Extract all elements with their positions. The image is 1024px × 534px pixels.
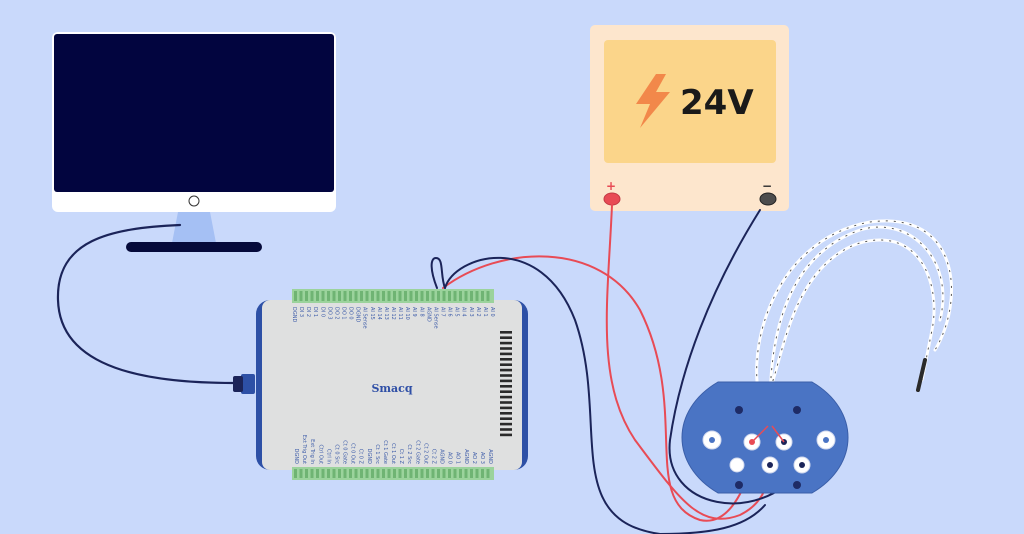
pin-label: Ct 1 Src: [374, 444, 380, 464]
daq-vent-slot: [500, 363, 512, 366]
daq-vent-slot: [500, 358, 512, 361]
pin-label: AGND: [487, 449, 493, 464]
monitor-screen: [54, 34, 334, 192]
daq-vent-slot: [500, 390, 512, 393]
daq-brand-label: Smacq: [371, 382, 412, 395]
pin-label: AI 9: [411, 307, 417, 317]
pin-label: DI 0: [319, 307, 325, 317]
pin-label: AI 1: [482, 307, 488, 317]
daq-vent-slot: [500, 374, 512, 377]
pin-label: Ct 1 Z: [398, 449, 404, 465]
pin-label: AI Sense: [432, 307, 438, 329]
pin-label: Ct 0 Out: [350, 443, 356, 464]
daq-vent-slot: [500, 341, 512, 345]
pin-label: AI 10: [404, 307, 410, 320]
navy-ground-wire: [668, 209, 801, 505]
pin-label: AI 7: [440, 307, 446, 317]
pin-label: DGND: [291, 307, 297, 322]
monitor-power-button: [188, 195, 200, 207]
daq-vent-slot: [500, 331, 512, 334]
pin-label: AI 8: [418, 307, 424, 317]
pin-label: DI 3: [298, 307, 304, 317]
daq-vent-slot: [500, 406, 512, 410]
daq-vent-slot: [500, 379, 512, 383]
pin-label: AI 14: [376, 307, 382, 320]
pin-label: AGND: [463, 449, 469, 464]
pin-label: DO 2: [333, 307, 339, 320]
pin-label: AI Sense: [362, 307, 368, 329]
pin-label: DGND: [366, 449, 372, 464]
daq-vent-slot: [500, 428, 512, 431]
daq-vent-slot: [500, 385, 512, 388]
pin-label: Ct 0 Src: [333, 444, 339, 464]
daq-vents: [500, 331, 512, 437]
daq-vent-slot: [500, 347, 512, 350]
pin-label: AI 6: [447, 307, 453, 317]
pin-label: DO 1: [341, 307, 347, 320]
pin-label: AO 1: [455, 452, 461, 464]
pin-label: DI 2: [305, 307, 311, 317]
pin-label: AO 3: [479, 452, 485, 464]
negative-terminal: [759, 192, 777, 206]
daq-vent-slot: [500, 417, 512, 420]
daq-vent-slot: [500, 401, 512, 404]
monitor-icon: [52, 32, 336, 252]
pin-label: Ext Trig In: [309, 439, 315, 464]
pin-label: Ct 0 Z: [358, 449, 364, 465]
daq-vent-slot: [500, 422, 512, 426]
pin-label: Ctrl In: [325, 449, 331, 464]
pin-label: AI 15: [369, 307, 375, 320]
pin-label: AI 11: [397, 307, 403, 320]
daq-vent-slot: [500, 395, 512, 399]
red-signal-wire: [442, 255, 759, 522]
daq-vent-slot: [500, 336, 512, 339]
pin-label: Ct 2 Src: [406, 444, 412, 464]
pin-label: AO 2: [471, 452, 477, 464]
thermocouple-probe-icon: [755, 219, 953, 420]
usb-cable: [56, 223, 236, 385]
power-supply-icon: 24V + −: [590, 25, 789, 211]
pin-label: Ct 1 Out: [390, 443, 396, 464]
daq-vent-slot: [500, 433, 512, 437]
pin-label: Ct 2 Gate: [414, 440, 420, 464]
pin-label: AO 0: [447, 452, 453, 464]
sensor-connector-icon: [681, 381, 849, 494]
pin-label: DO 0: [348, 307, 354, 320]
daq-vent-slot: [500, 412, 512, 415]
pin-label: AGND: [425, 307, 431, 322]
voltage-label: 24V: [680, 83, 754, 123]
monitor-base: [126, 242, 262, 252]
pin-label: Ext Trig Out: [301, 435, 307, 464]
daq-vent-slot: [500, 368, 512, 372]
pin-label: Ctrl Out: [317, 444, 323, 464]
negative-terminal-label: −: [762, 179, 772, 193]
pin-label: DO 3: [326, 307, 332, 320]
pin-label: DGND: [293, 449, 299, 464]
pin-label: Ct 2 Z: [430, 449, 436, 465]
positive-terminal-label: +: [606, 179, 616, 193]
pin-label: AGND: [439, 449, 445, 464]
red-power-wire: [605, 204, 771, 520]
pin-label: AI 4: [461, 307, 467, 317]
positive-terminal: [603, 192, 621, 206]
pin-label: AI 0: [489, 307, 495, 317]
monitor-stand: [172, 212, 216, 243]
pin-label: Ct 0 Gate: [342, 440, 348, 464]
pin-label: AI 13: [383, 307, 389, 320]
pin-label: DGND: [355, 307, 361, 322]
pin-label: AI 2: [475, 307, 481, 317]
pin-label: AI 5: [454, 307, 460, 317]
power-supply-display: [604, 40, 776, 163]
pin-label: DI 1: [312, 307, 318, 317]
usb-connector-icon: [241, 374, 255, 394]
daq-vent-slot: [500, 352, 512, 356]
pin-label: Ct 1 Gate: [382, 440, 388, 464]
pin-label: Ct 2 Out: [422, 443, 428, 464]
lightning-bolt-icon: [636, 74, 670, 128]
pin-label: AI 12: [390, 307, 396, 320]
pin-label: AI 3: [468, 307, 474, 317]
